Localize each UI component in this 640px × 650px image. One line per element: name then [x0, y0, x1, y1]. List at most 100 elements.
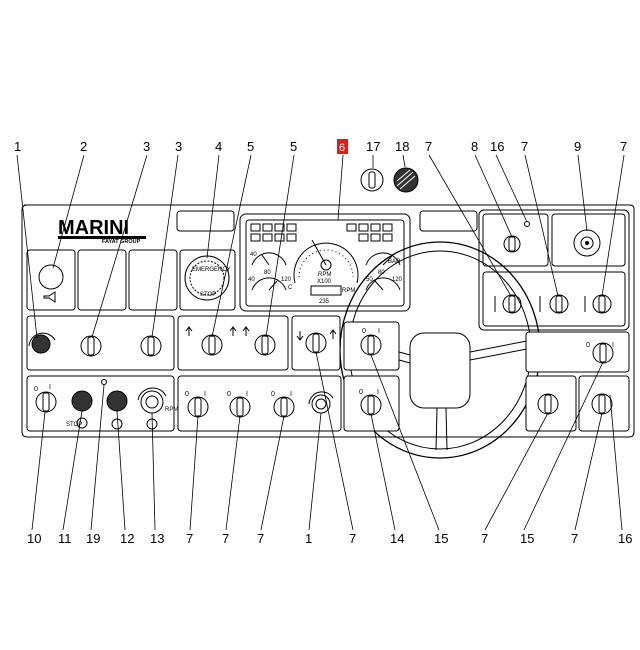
callout-bottom-7b: 7 — [222, 531, 229, 546]
switch-7a-on: I — [204, 391, 206, 398]
rpm-gauge — [293, 242, 359, 284]
callout-bottom-7a: 7 — [186, 531, 193, 546]
row2-switches: 0 I — [26, 315, 400, 371]
brand-tagline: FAYAT GROUP — [102, 239, 141, 245]
callout-bottom-10: 10 — [27, 531, 41, 546]
brand-logo: MARINI FAYAT GROUP — [58, 217, 146, 245]
blank-slot-2 — [128, 249, 178, 311]
cluster-inner — [245, 219, 405, 307]
callout-top-16: 16 — [490, 139, 504, 154]
instrument-cluster: 40 40 80 120 C RPM X100 RPM 235 BAR 50 8… — [239, 213, 411, 312]
callout-top-3b: 3 — [175, 139, 182, 154]
row1-left: EMERGENCY STOP — [26, 249, 236, 311]
stop-button-11 — [71, 390, 93, 412]
emergency-stop-label: STOP — [200, 292, 216, 298]
callout-top-5b: 5 — [290, 139, 297, 154]
callout-top-9: 9 — [574, 139, 581, 154]
hour-meter-max: 235 — [319, 299, 330, 305]
callout-bottom-11: 11 — [58, 531, 72, 546]
gauge-scale-a: 40 — [250, 252, 257, 258]
indicator-19 — [101, 379, 107, 385]
callout-top-4: 4 — [215, 139, 222, 154]
temp-scale-mid: 80 — [264, 270, 271, 276]
hour-meter-unit: RPM — [342, 288, 355, 294]
callout-bottom-1: 1 — [305, 531, 312, 546]
item-17-switch — [360, 168, 384, 192]
blank-slot-1 — [77, 249, 127, 311]
oil-temp-gauge — [365, 277, 401, 291]
knob-1-lower — [311, 394, 331, 414]
stop-key-label: STOP — [66, 422, 82, 428]
warning-lamps — [250, 223, 393, 242]
oil-scale-mid: 80 — [378, 270, 385, 276]
switch-15b-off: 0 — [586, 342, 590, 349]
rpm-label: RPM — [318, 272, 331, 278]
label-slot-right — [419, 210, 478, 232]
steering-hub — [409, 332, 471, 409]
callout-bottom-7e: 7 — [481, 531, 488, 546]
callout-bottom-16: 16 — [618, 531, 632, 546]
rpm-factor: X100 — [317, 279, 332, 285]
horn-button — [38, 264, 64, 290]
temp-scale-low: 40 — [248, 277, 255, 283]
hour-meter — [310, 285, 342, 296]
label-slot-left — [176, 210, 235, 232]
callout-top-6: 6 — [339, 142, 345, 154]
pressure-gauge — [365, 252, 401, 266]
pressure-unit: BAR — [388, 259, 401, 265]
switch-14-off: 0 — [359, 389, 363, 396]
leader-lines — [16, 154, 625, 531]
switch-7b-off: 0 — [227, 391, 231, 398]
module-frame — [478, 209, 630, 331]
callout-top-5a: 5 — [247, 139, 254, 154]
callout-top-2: 2 — [80, 139, 87, 154]
callout-top-7c: 7 — [620, 139, 627, 154]
key-on: I — [49, 384, 51, 391]
callout-top-18: 18 — [395, 139, 409, 154]
callout-bottom-7c: 7 — [257, 531, 264, 546]
callout-bottom-14: 14 — [390, 531, 404, 546]
horn-icon — [43, 291, 56, 303]
switch-15b-on: I — [612, 342, 614, 349]
callout-top-17: 17 — [366, 139, 380, 154]
oil-scale-low: 50 — [366, 277, 373, 283]
callout-top-8: 8 — [471, 139, 478, 154]
right-upper-module — [478, 209, 630, 331]
callout-bottom-15a: 15 — [434, 531, 448, 546]
oil-scale-high: 120 — [392, 277, 403, 283]
callout-top-7a: 7 — [425, 139, 432, 154]
temp-scale-high: 120 — [281, 277, 292, 283]
throttle-unit: RPM — [165, 407, 178, 413]
callout-top-3a: 3 — [143, 139, 150, 154]
switch-7c-on: I — [290, 391, 292, 398]
item-18-knob — [393, 167, 419, 193]
callout-top-7b: 7 — [521, 139, 528, 154]
callout-top-1: 1 — [14, 139, 21, 154]
right-row2-module: 0 I — [525, 331, 630, 373]
key-off: 0 — [34, 386, 38, 393]
temp-gauge — [251, 277, 287, 291]
brand-name: MARINI — [58, 217, 129, 239]
button-12 — [106, 390, 128, 412]
callout-bottom-13: 13 — [150, 531, 164, 546]
row3-switches: 0 I STOP RPM 0 I 0 I 0 I — [26, 375, 630, 432]
switch-7b-on: I — [246, 391, 248, 398]
switch-14-on: I — [377, 389, 379, 396]
switch-15a-off: 0 — [362, 328, 366, 335]
emergency-label: EMERGENCY — [192, 267, 231, 273]
switch-15a-on: I — [378, 328, 380, 335]
switch-7a-off: 0 — [185, 391, 189, 398]
throttle-13 — [140, 390, 164, 414]
switch-7c-off: 0 — [271, 391, 275, 398]
callout-bottom-7d: 7 — [349, 531, 356, 546]
callout-bottom-12: 12 — [120, 531, 134, 546]
knob-1-upper — [31, 334, 51, 354]
callout-bottom-7f: 7 — [571, 531, 578, 546]
callout-highlight — [337, 139, 348, 154]
callout-bottom-15b: 15 — [520, 531, 534, 546]
callouts-top: 1 2 3 3 4 5 5 6 17 18 7 8 16 7 9 7 — [14, 139, 627, 154]
fuel-gauge — [251, 252, 287, 266]
callouts-bottom: 10 11 19 12 13 7 7 7 1 7 14 15 7 15 7 16 — [27, 531, 632, 546]
callout-bottom-19: 19 — [86, 531, 100, 546]
